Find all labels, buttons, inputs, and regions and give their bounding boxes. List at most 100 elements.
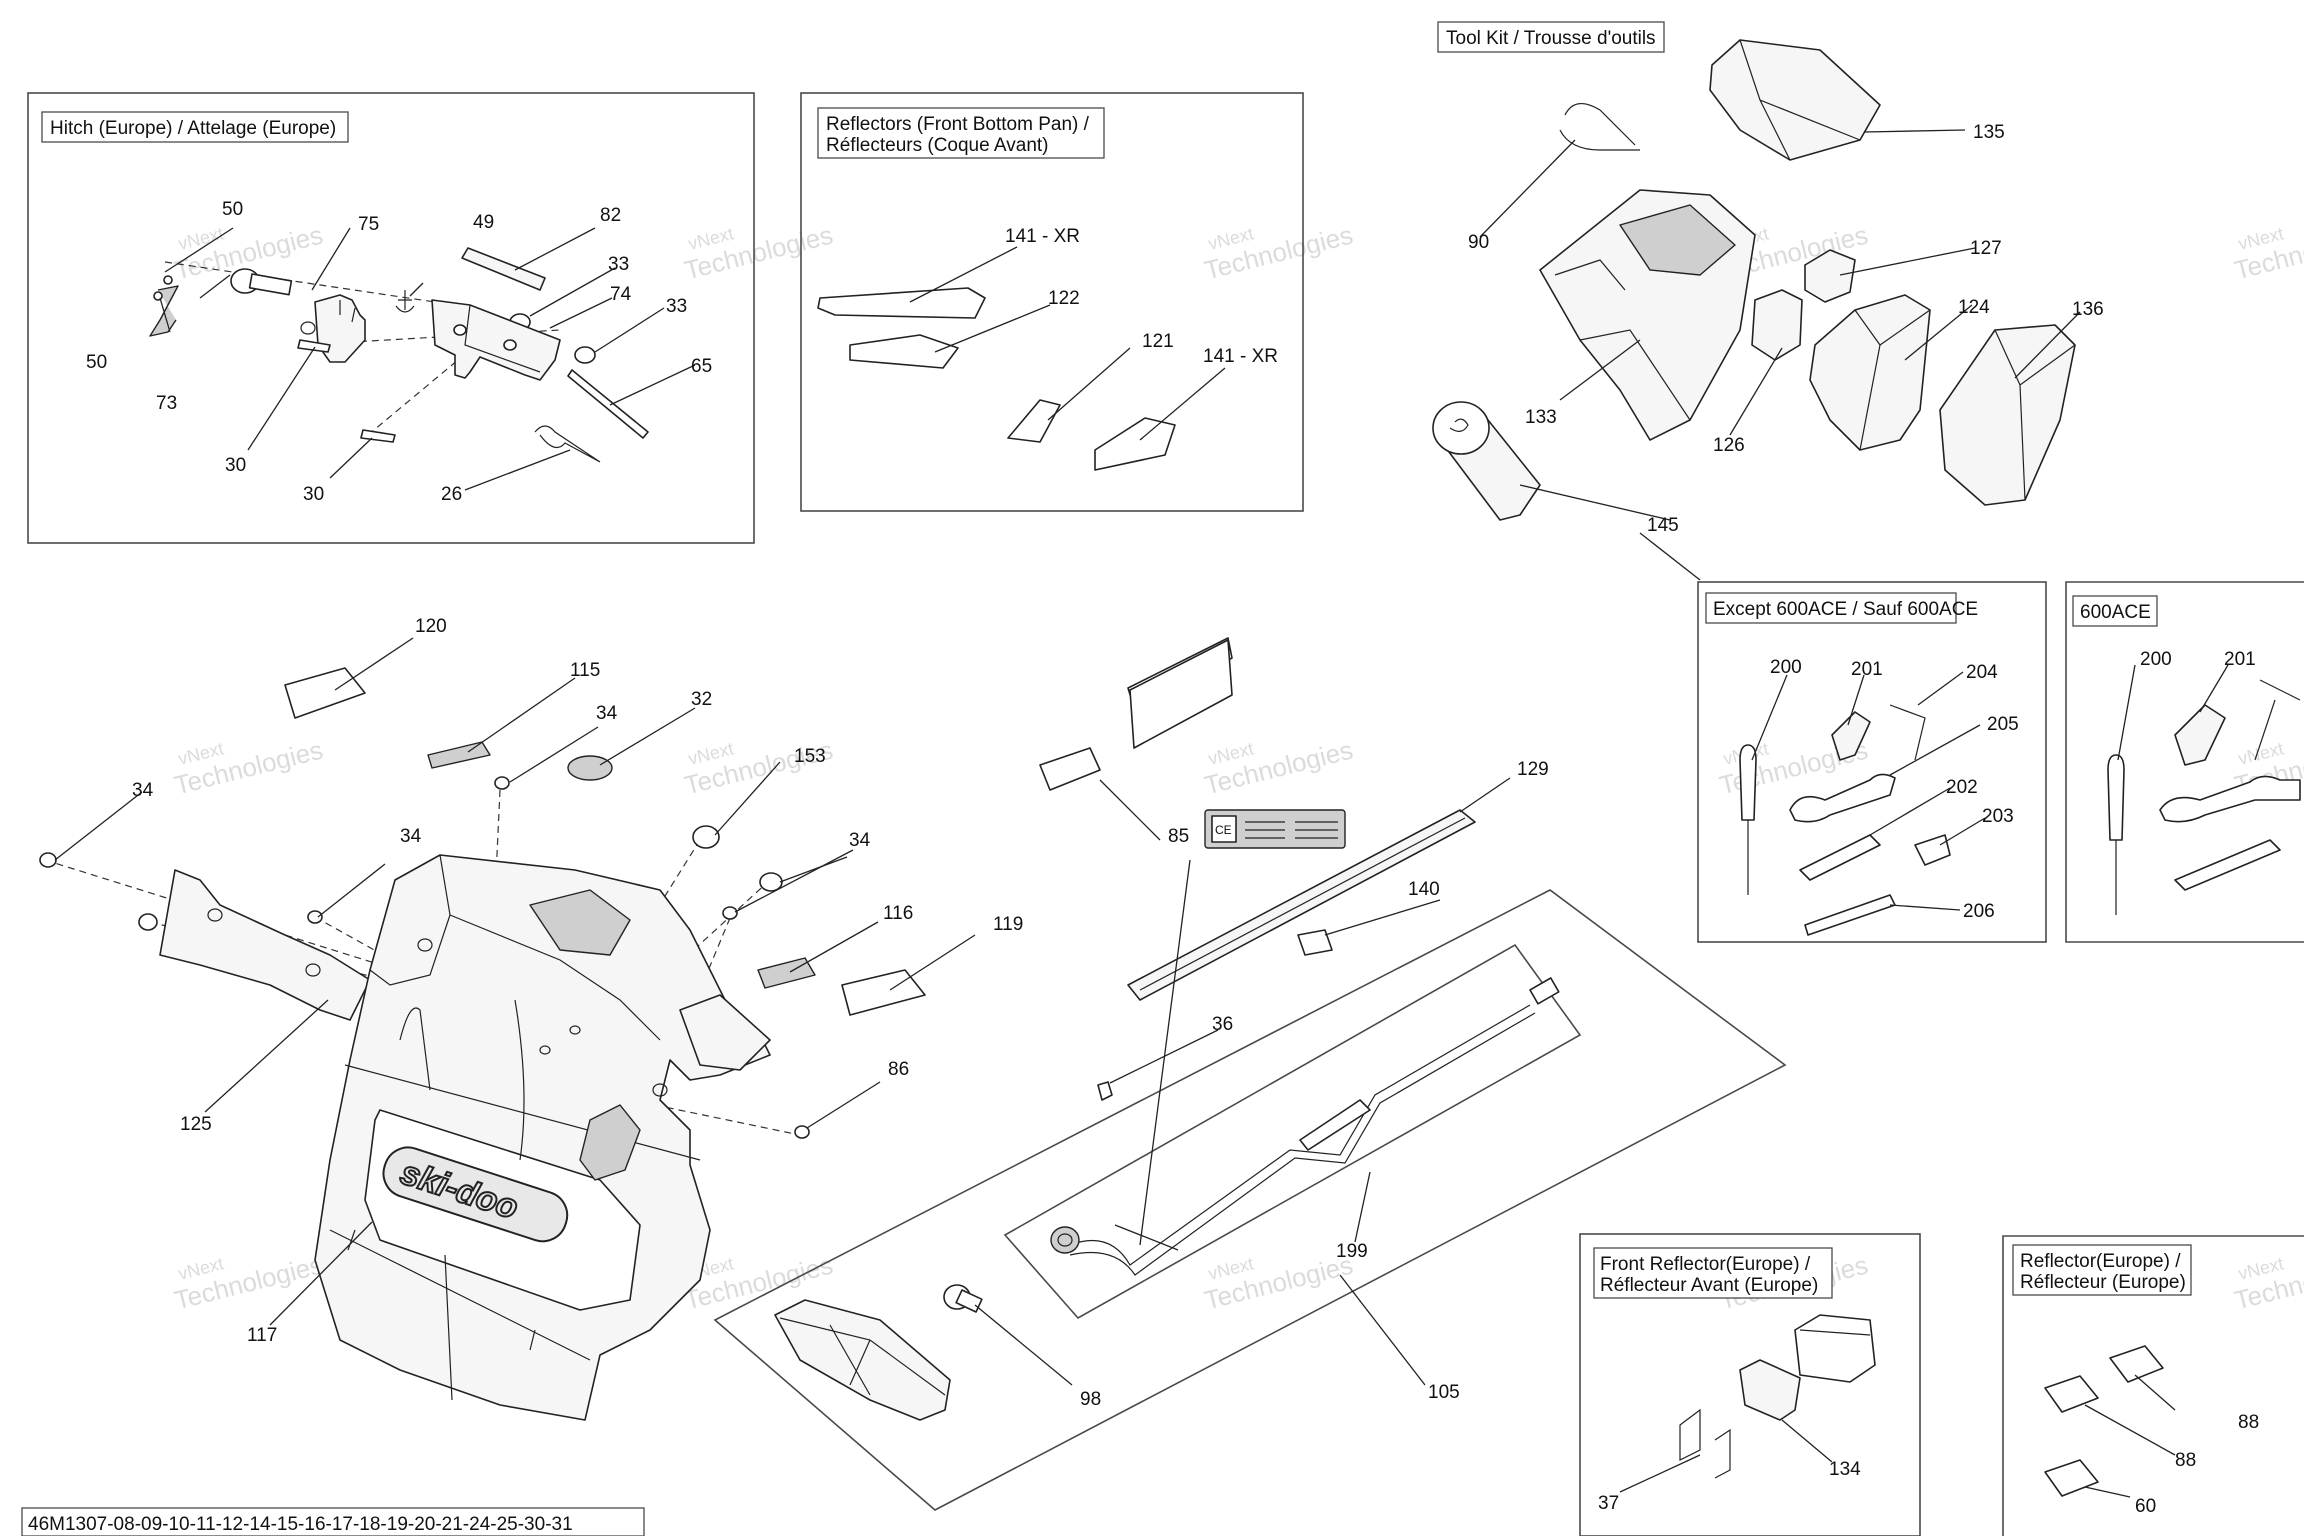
fastener-34-b — [138, 913, 158, 931]
callout-122: 122 — [1048, 288, 1080, 309]
reflector-141-xr-b — [1094, 417, 1176, 471]
callout-205: 205 — [1987, 714, 2019, 735]
socket-201-600ace — [2174, 704, 2226, 766]
callout-133: 133 — [1525, 407, 1557, 428]
hitch-frame — [27, 92, 755, 544]
side-panel-125 — [159, 869, 371, 1021]
block-124 — [1809, 294, 1931, 451]
callout-140: 140 — [1408, 879, 1440, 900]
plate-82 — [461, 247, 546, 291]
front-assembly-group: ski-doo 120 115 34 32 153 34 34 34 116 1… — [39, 616, 1023, 1421]
reflector-121 — [1007, 399, 1061, 443]
callout-98: 98 — [1080, 1389, 1101, 1410]
drawing-number-box — [21, 1507, 645, 1536]
600ace-frame — [2065, 581, 2304, 943]
callout-88: 88 — [2238, 1412, 2259, 1433]
reflector-europe-title-box — [2012, 1244, 2192, 1296]
fastener-34-e — [722, 906, 738, 920]
front-reflector-europe-title-box — [1593, 1247, 1833, 1299]
callout-136: 136 — [2072, 299, 2104, 320]
reflector-60 — [2044, 1459, 2099, 1497]
callout-75: 75 — [358, 214, 379, 235]
pin-73 — [230, 268, 293, 296]
callout-135: 135 — [1973, 122, 2005, 143]
callout-50: 50 — [86, 352, 107, 373]
callout-129: 129 — [1517, 759, 1549, 780]
callout-206: 206 — [1963, 901, 1995, 922]
reflector-122 — [849, 334, 959, 369]
grommet-153 — [692, 825, 720, 849]
clip-203 — [1914, 834, 1951, 866]
callout-141-xr: 141 - XR — [1005, 226, 1080, 247]
callout-34: 34 — [132, 780, 154, 801]
svg-text:CE: CE — [1215, 823, 1232, 837]
reflector-141-xr — [817, 287, 986, 319]
callout-134: 134 — [1829, 1459, 1861, 1480]
callout-119: 119 — [993, 914, 1023, 935]
callout-36: 36 — [1212, 1014, 1233, 1035]
lamp-housing — [774, 1299, 951, 1421]
screwdriver-200 — [1739, 744, 1757, 895]
callout-50: 50 — [222, 199, 243, 220]
hitch-group: Hitch (Europe) / Attelage (Europe) — [27, 92, 755, 544]
600ace-title-box — [2072, 595, 2158, 627]
fastener-34-c — [307, 910, 323, 924]
except-600ace-group: Except 600ACE / Sauf 600ACE 200 201 204 … — [1697, 581, 2047, 943]
wrench-202 — [1799, 834, 1881, 881]
callout-34: 34 — [849, 830, 871, 851]
callout-153: 153 — [794, 746, 826, 767]
callout-125: 125 — [180, 1114, 212, 1135]
except-600ace-title-box — [1705, 592, 1957, 624]
callout-32: 32 — [691, 689, 712, 710]
decal-115 — [427, 741, 491, 769]
callout-124: 124 — [1958, 297, 1990, 318]
600ace-title: 600ACE — [2080, 602, 2151, 623]
callout-60: 60 — [2135, 1496, 2156, 1517]
decal-120 — [284, 667, 366, 719]
callout-121: 121 — [1142, 331, 1174, 352]
tool-bag-135 — [1709, 39, 1881, 161]
except-600ace-frame — [1697, 581, 2047, 943]
callout-74: 74 — [610, 284, 632, 305]
reflector-134 — [1739, 1359, 1801, 1421]
front-bracket — [679, 994, 771, 1071]
except-600ace-title: Except 600ACE / Sauf 600ACE — [1713, 599, 1978, 620]
hitch-title-box — [41, 111, 349, 143]
callout-202: 202 — [1946, 777, 1978, 798]
emblem-32 — [567, 755, 613, 781]
callout-82: 82 — [600, 205, 621, 226]
nut-33-b — [574, 346, 596, 364]
block-126 — [1751, 289, 1803, 361]
block-136 — [1939, 324, 2076, 506]
callout-73: 73 — [156, 393, 177, 414]
front-reflector-europe-group: Front Reflector(Europe) / Réflecteur Ava… — [1579, 1233, 1921, 1536]
fastener-34-d — [494, 776, 510, 790]
callout-49: 49 — [473, 212, 494, 233]
callout-34: 34 — [596, 703, 618, 724]
callout-33: 33 — [666, 296, 687, 317]
rod-65 — [567, 369, 649, 439]
bottom-pan-117: ski-doo — [314, 854, 771, 1421]
harness-199 — [1050, 977, 1560, 1276]
callout-33: 33 — [608, 254, 629, 275]
callout-85: 85 — [1168, 826, 1189, 847]
pad-86 — [794, 1125, 810, 1139]
callout-65: 65 — [691, 356, 712, 377]
bolt-30-b — [360, 429, 396, 443]
clip-50 — [149, 275, 179, 337]
callout-37: 37 — [1598, 1493, 1619, 1514]
hex-key-204 — [1889, 704, 1926, 761]
reflectors-front-title-1: Reflectors (Front Bottom Pan) / — [826, 114, 1090, 135]
callout-203: 203 — [1982, 806, 2014, 827]
lamp-frame-105 — [713, 889, 1787, 1511]
anchor-49 — [395, 290, 415, 313]
center-parts-group: CE — [713, 637, 1787, 1511]
tool-roll-145 — [1432, 401, 1541, 521]
front-reflector-europe-title-2: Réflecteur Avant (Europe) — [1600, 1275, 1818, 1296]
wrench-600ace — [2174, 839, 2281, 891]
reflector-88-b — [2109, 1345, 2164, 1383]
callout-200: 200 — [1770, 657, 1802, 678]
drawing-number: 46M1307-08-09-10-11-12-14-15-16-17-18-19… — [28, 1514, 573, 1535]
callout-26: 26 — [441, 484, 462, 505]
